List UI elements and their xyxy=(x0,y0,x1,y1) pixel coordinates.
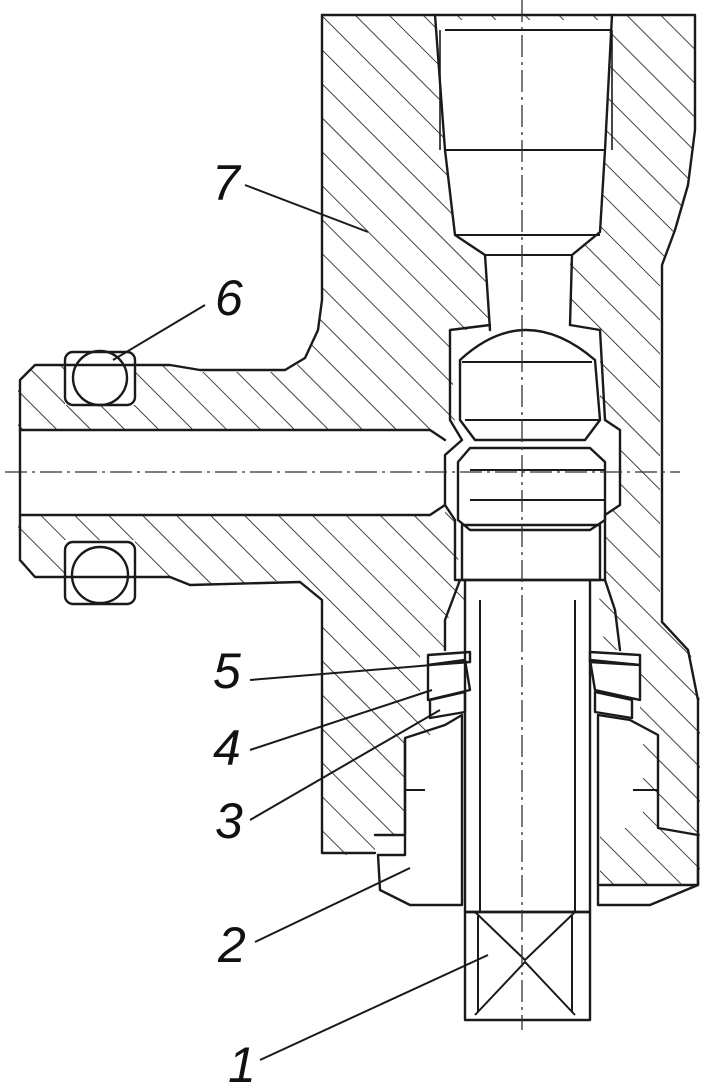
label-7: 7 xyxy=(212,155,242,211)
packing-assembly xyxy=(426,650,642,720)
label-5: 5 xyxy=(213,643,241,699)
label-4: 4 xyxy=(213,720,241,776)
leader-6 xyxy=(112,304,206,361)
o-rings xyxy=(63,349,137,606)
gland-nut xyxy=(376,713,700,907)
leader-1 xyxy=(259,954,489,1061)
stem xyxy=(463,578,592,1022)
label-2: 2 xyxy=(217,917,246,973)
leader-3 xyxy=(249,709,441,821)
label-3: 3 xyxy=(215,793,243,849)
callout-labels: 7 6 5 4 3 2 1 xyxy=(212,155,256,1089)
label-6: 6 xyxy=(215,270,243,326)
leader-5 xyxy=(249,664,433,681)
valve-ball xyxy=(456,328,607,582)
label-1: 1 xyxy=(228,1037,256,1089)
leader-7 xyxy=(244,184,369,233)
center-lines xyxy=(5,0,680,1030)
leader-2 xyxy=(254,867,411,943)
leader-4 xyxy=(249,689,433,751)
leader-lines xyxy=(112,184,489,1061)
